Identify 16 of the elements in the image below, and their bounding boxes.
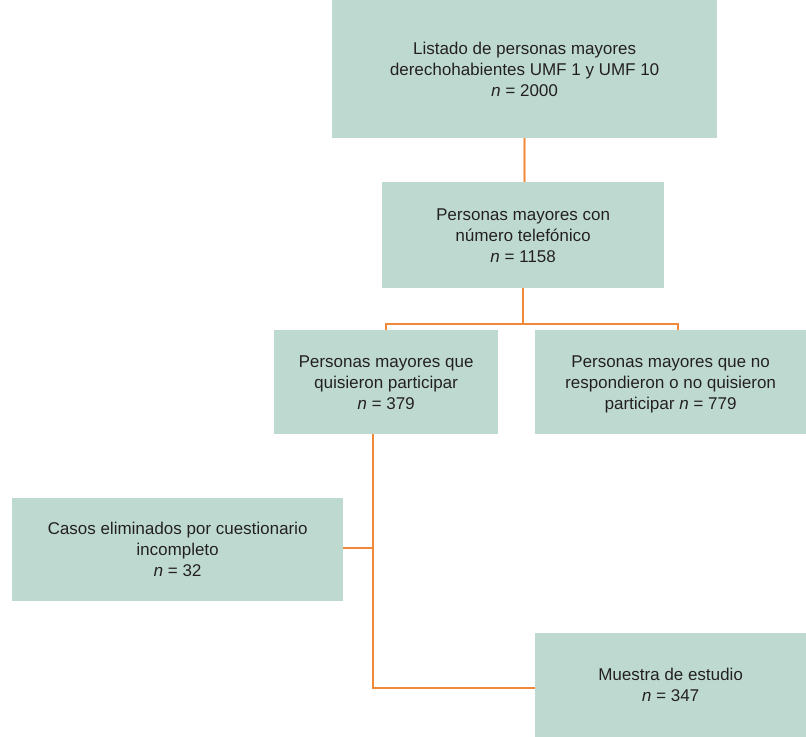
connector-line xyxy=(372,434,535,689)
node-text: n = 347 xyxy=(642,685,700,706)
node-text: n = 1158 xyxy=(490,246,556,266)
process-box xyxy=(12,498,343,601)
node-text: n = 379 xyxy=(357,392,415,414)
process-box xyxy=(382,182,664,288)
connector-line xyxy=(522,288,679,330)
process-box xyxy=(274,330,498,434)
process-box xyxy=(535,330,806,434)
node-text: n = 2000 xyxy=(491,80,558,100)
node-text: Muestra de estudio xyxy=(598,664,743,685)
process-box xyxy=(535,633,806,737)
node-text: n = 32 xyxy=(154,560,202,581)
process-box xyxy=(332,0,717,138)
node-text: Personas mayores que no respondieron o no quisieron participar n = 779 xyxy=(564,350,777,414)
connector-line xyxy=(524,138,526,182)
